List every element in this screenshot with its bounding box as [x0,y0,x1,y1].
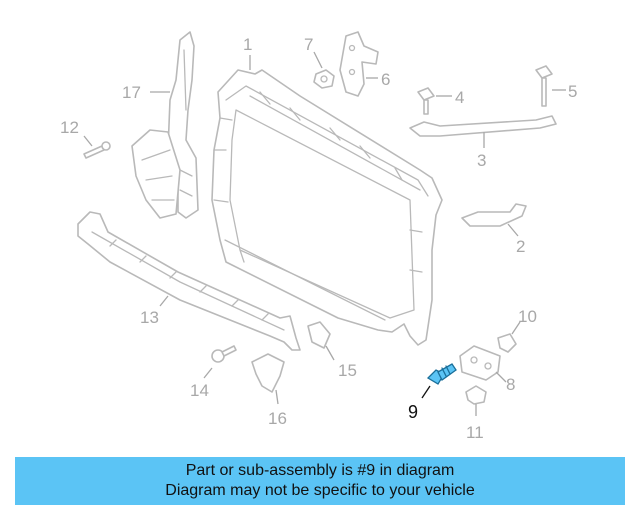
callout-9: 9 [408,402,418,422]
leader-15 [325,345,335,361]
callout-6: 6 [381,70,390,89]
part-9-bolt-highlighted[interactable] [426,363,457,385]
callout-8: 8 [506,375,515,394]
leader-14 [203,367,213,379]
callout-11: 11 [466,423,484,442]
part-13-lower-beam [77,211,301,351]
leader-8 [495,371,507,383]
callout-17: 17 [122,83,141,102]
banner-line-1: Part or sub-assembly is #9 in diagram [185,462,455,479]
banner-line-2: Diagram may not be specific to your vehi… [165,482,475,499]
part-1-radiator-support [211,69,443,346]
callout-4: 4 [455,88,464,107]
callout-14: 14 [190,381,209,400]
info-banner: Part or sub-assembly is #9 in diagram Di… [15,457,625,505]
leader-12 [83,135,93,147]
part-2-bracket-plate [461,203,527,227]
part-7-nut [313,69,335,89]
leader-10 [511,321,521,335]
part-6-bracket [339,31,379,97]
leader-13 [159,295,169,307]
callout-7: 7 [304,35,313,54]
callout-2: 2 [516,237,525,256]
part-10-clip [497,333,517,353]
part-3-stay-bar [409,115,557,137]
leader-9 [421,385,431,399]
part-14-bolt [211,345,237,363]
part-16-lower-bracket [251,353,285,393]
callout-10: 10 [518,307,537,326]
parts-diagram: 1 17 12 13 7 6 4 [60,31,577,442]
part-17-side-bracket [131,31,199,219]
leader-2 [507,223,519,237]
part-4-bolt [417,87,435,115]
part-12-push-clip [83,141,111,159]
leader-7 [313,51,323,69]
callout-16: 16 [268,409,287,428]
part-15-clip-bracket [307,321,331,349]
part-11-small-bracket [465,385,487,405]
part-5-bolt [535,65,553,107]
part-8-plate [459,345,501,381]
callout-3: 3 [477,151,486,170]
callout-12: 12 [60,118,79,137]
callout-1: 1 [243,35,252,54]
callout-5: 5 [568,82,577,101]
callout-15: 15 [338,361,357,380]
leader-16 [275,389,279,405]
callout-13: 13 [140,308,159,327]
